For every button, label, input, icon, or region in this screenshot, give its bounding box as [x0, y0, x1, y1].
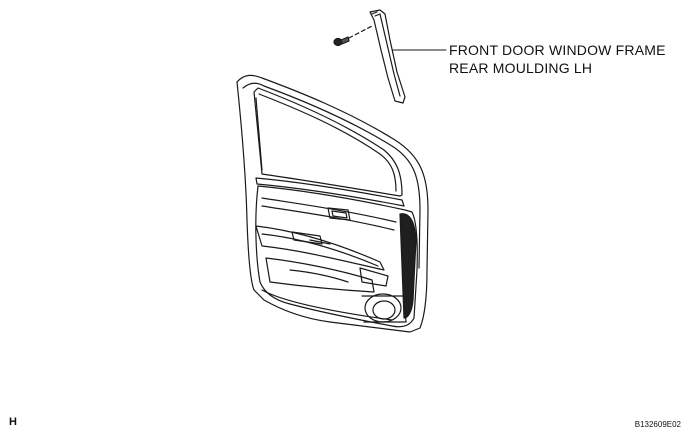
power-window-switch	[291, 231, 323, 245]
front-door-assembly	[236, 74, 429, 333]
door-edge-trim	[399, 213, 417, 319]
speaker-grille	[361, 293, 407, 323]
door-inner-frame	[242, 82, 421, 269]
belt-line	[255, 177, 405, 207]
door-pocket	[265, 257, 375, 293]
inner-handle-recess	[327, 207, 351, 221]
figure-code: B132609E02	[634, 420, 681, 429]
window-glass	[253, 87, 403, 197]
callout-label-line-1: FRONT DOOR WINDOW FRAME	[449, 42, 666, 58]
screw-icon	[333, 25, 373, 47]
rear-moulding-part	[369, 9, 406, 104]
door-outer-outline	[236, 74, 429, 333]
corner-label: H	[9, 416, 17, 428]
door-trim-panel	[255, 185, 418, 328]
armrest	[255, 225, 385, 271]
callout-label-line-2: REAR MOULDING LH	[449, 60, 593, 76]
